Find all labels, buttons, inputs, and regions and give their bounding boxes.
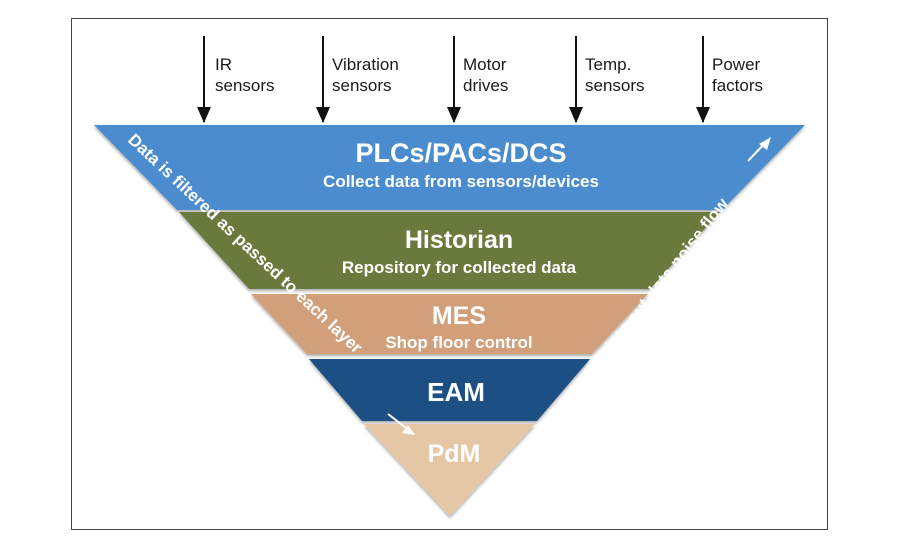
temp-sensors-arrowhead xyxy=(569,107,583,123)
input-label-ir-sensors: IR sensors xyxy=(215,55,275,95)
layer-subtitle-historian: Repository for collected data xyxy=(342,258,577,277)
layer-subtitle-plcs: Collect data from sensors/devices xyxy=(323,172,599,191)
layer-historian xyxy=(179,212,720,289)
power-factors-arrowhead xyxy=(696,107,710,123)
layer-plcs-pacs-dcs xyxy=(94,125,805,210)
layer-pdm xyxy=(364,424,535,516)
layer-eam xyxy=(309,359,590,421)
input-label-vibration-sensors: Vibration sensors xyxy=(332,55,399,95)
layer-title-pdm: PdM xyxy=(428,440,481,468)
diagram-frame: IR sensors Vibration sensors Motor drive… xyxy=(71,18,828,530)
input-label-motor-drives: Motor drives xyxy=(463,55,509,95)
ir-sensors-arrowhead xyxy=(197,107,211,123)
layer-title-plcs: PLCs/PACs/DCS xyxy=(355,138,566,168)
layer-subtitle-mes: Shop floor control xyxy=(385,333,532,352)
layer-title-mes: MES xyxy=(432,302,486,330)
layer-title-historian: Historian xyxy=(405,226,513,254)
funnel-diagram: PLCs/PACs/DCS Collect data from sensors/… xyxy=(94,36,805,516)
filtered-arrowhead-icon xyxy=(402,425,415,435)
layer-title-eam: EAM xyxy=(427,377,485,407)
funnel-layers xyxy=(94,125,805,516)
feedback-arrowhead-icon xyxy=(759,137,771,150)
input-label-power-factors: Power factors xyxy=(712,55,764,95)
input-label-temp-sensors: Temp. sensors xyxy=(585,55,645,95)
input-arrows xyxy=(197,36,710,123)
motor-drives-arrowhead xyxy=(447,107,461,123)
vibration-sensors-arrowhead xyxy=(316,107,330,123)
layer-mes xyxy=(251,294,648,354)
